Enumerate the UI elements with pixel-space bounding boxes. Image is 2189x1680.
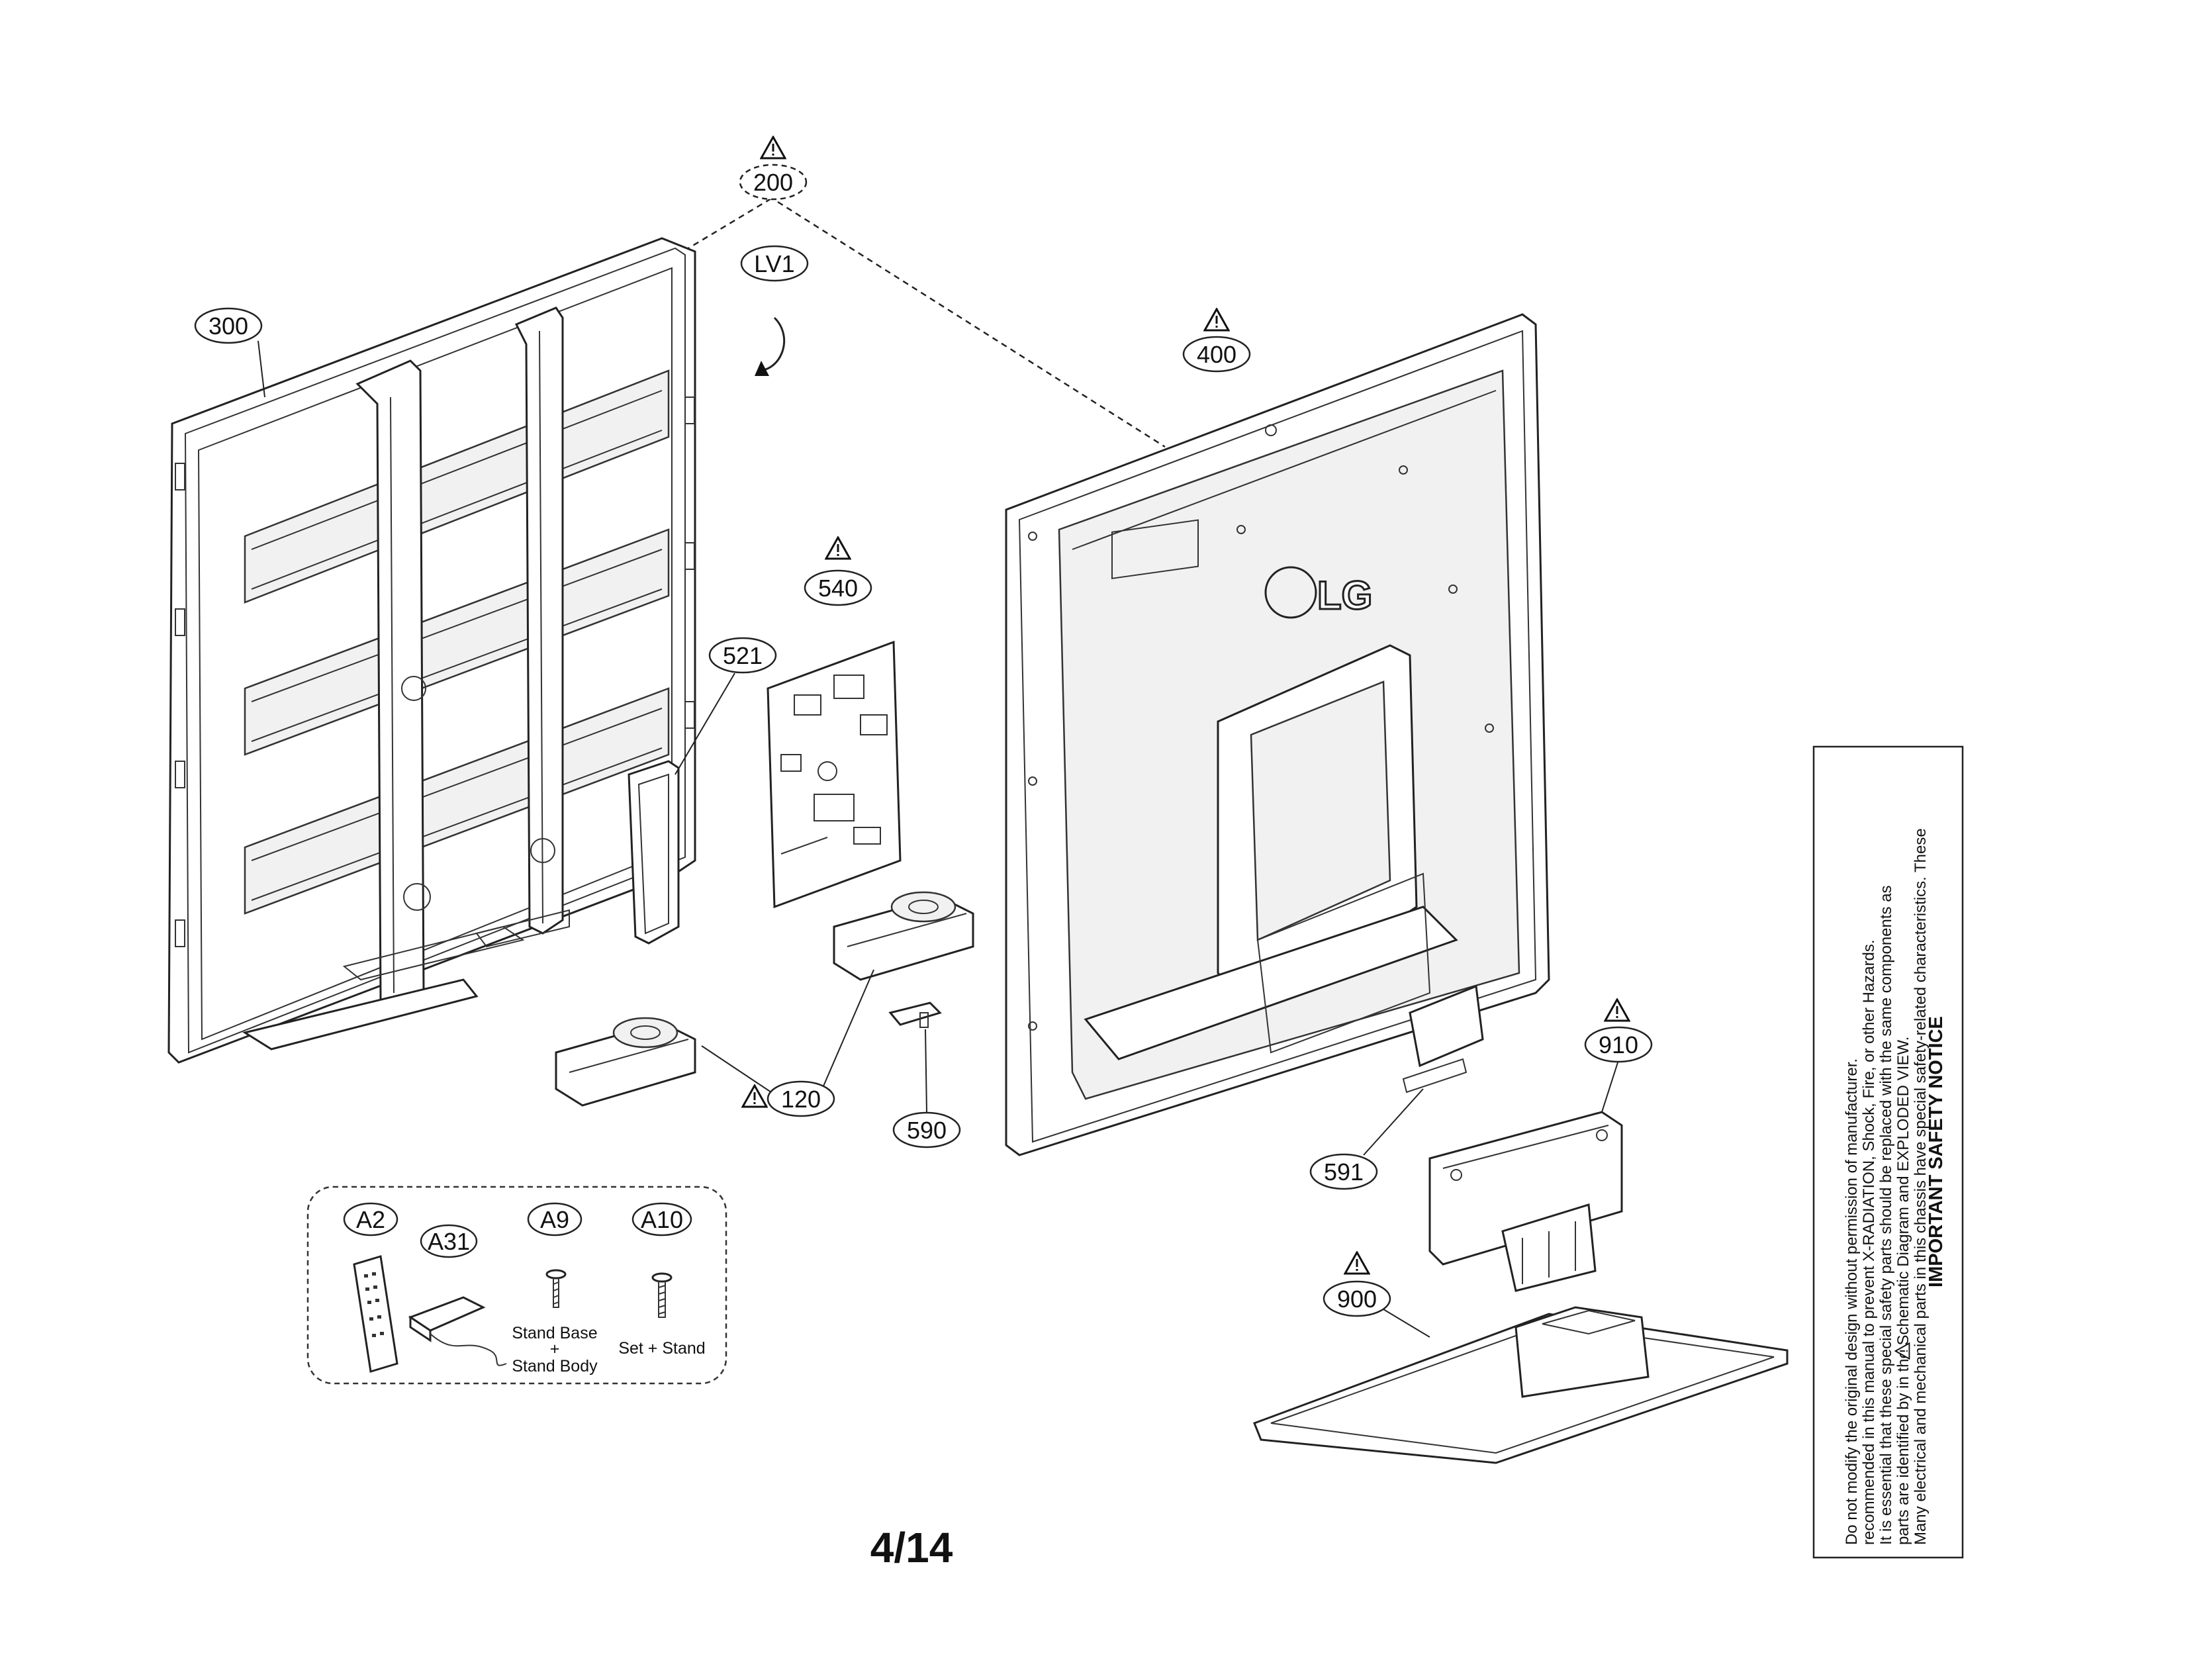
part-400-back-cover: LG bbox=[1005, 313, 1550, 1156]
callout-900-label: 900 bbox=[1337, 1285, 1377, 1313]
part-200-dashed-leaders bbox=[661, 197, 1166, 448]
callout-400: 400 bbox=[1182, 308, 1251, 373]
part-120-speaker-left bbox=[555, 1017, 696, 1107]
accessories-box: A2 A31 A9 Stand Base + Stand Body A10 Se… bbox=[306, 1186, 727, 1385]
callout-400-label: 400 bbox=[1197, 341, 1236, 368]
accessory-a31-label: A31 bbox=[428, 1228, 470, 1255]
callout-lv1: LV1 bbox=[740, 245, 809, 376]
callout-900: 900 bbox=[1323, 1251, 1430, 1338]
callout-540-label: 540 bbox=[818, 575, 858, 602]
callout-540: 540 bbox=[804, 536, 872, 606]
callout-300-label: 300 bbox=[209, 312, 248, 340]
part-900-stand-base bbox=[1253, 1306, 1789, 1464]
safety-notice-line-2: parts are identified by in the Schematic… bbox=[1894, 1037, 1912, 1545]
callout-300: 300 bbox=[194, 307, 265, 398]
callout-521: 521 bbox=[675, 637, 777, 775]
safety-notice-line-4: recommended in this manual to prevent X-… bbox=[1860, 939, 1878, 1545]
safety-notice-line-5: Do not modify the original design withou… bbox=[1843, 1058, 1861, 1545]
accessory-a10-label: A10 bbox=[641, 1206, 683, 1233]
a9-caption-line2: + bbox=[550, 1340, 560, 1358]
callout-200-label: 200 bbox=[753, 169, 793, 196]
screw-a10-icon bbox=[651, 1272, 673, 1318]
callout-590-label: 590 bbox=[907, 1117, 947, 1144]
part-300-panel-frame bbox=[167, 237, 696, 1064]
callout-590: 590 bbox=[892, 1029, 961, 1148]
a9-caption-line3: Stand Body bbox=[512, 1357, 598, 1376]
callout-591-label: 591 bbox=[1324, 1158, 1364, 1186]
part-591-cable-cover bbox=[1402, 984, 1484, 1094]
accessory-a9-label: A9 bbox=[540, 1206, 569, 1233]
callout-120: 120 bbox=[701, 969, 874, 1117]
safety-notice-title: IMPORTANT SAFETY NOTICE bbox=[1926, 1016, 1947, 1287]
safety-notice-line-3: It is essential that these special safet… bbox=[1877, 885, 1895, 1545]
remote-control-icon bbox=[353, 1255, 398, 1373]
accessory-a2-label: A2 bbox=[356, 1206, 385, 1233]
callout-200: 200 bbox=[739, 136, 808, 201]
safety-notice-line-1: Many electrical and mechanical parts in … bbox=[1912, 828, 1930, 1545]
a10-caption: Set + Stand bbox=[618, 1339, 705, 1358]
callout-910-label: 910 bbox=[1599, 1031, 1638, 1058]
part-590-bracket bbox=[888, 1002, 942, 1028]
screw-a9-icon bbox=[545, 1269, 567, 1308]
callout-591: 591 bbox=[1309, 1088, 1424, 1190]
part-120-speaker-right bbox=[833, 891, 974, 981]
safety-notice: IMPORTANT SAFETY NOTICE Many electrical … bbox=[1812, 745, 1964, 1559]
callout-521-label: 521 bbox=[723, 642, 763, 669]
page-number: 4/14 bbox=[870, 1524, 953, 1571]
callout-120-label: 120 bbox=[781, 1086, 821, 1113]
lg-logo: LG bbox=[1317, 573, 1372, 618]
part-521-bracket bbox=[628, 760, 680, 945]
part-540-main-board bbox=[767, 640, 902, 909]
callout-910: 910 bbox=[1584, 998, 1653, 1113]
part-910-stand-body bbox=[1428, 1111, 1623, 1292]
a9-caption-line1: Stand Base bbox=[512, 1324, 597, 1342]
callout-lv1-label: LV1 bbox=[754, 250, 794, 277]
power-adapter-icon bbox=[408, 1296, 507, 1366]
